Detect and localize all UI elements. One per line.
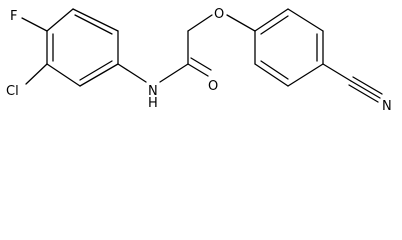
bond-c-f [21,17,48,32]
aromatic-double-bond [260,60,289,80]
cyanophenyl-ring [254,8,324,87]
bond-c-cl [25,63,48,85]
chlorine-label: Cl [6,84,19,99]
bond [72,8,119,32]
bond [46,8,74,32]
bond [79,63,119,87]
bond [287,8,324,32]
nitrile-triple-bond-2 [352,76,383,95]
chemical-structure: F Cl N H O O N [6,7,392,114]
carbonyl-oxygen-label: O [208,79,218,94]
bond [254,8,289,32]
bond-n-carbonyl [159,63,189,83]
aromatic-double-bond [260,15,289,35]
bond [254,63,289,87]
bond-c-o-double-2 [190,57,212,71]
bond-ch2-o [187,14,213,32]
amide-hydrogen-label: H [148,96,158,111]
chlorofluorophenyl-ring [46,8,119,87]
bond [46,63,81,87]
bond-c-n [117,63,147,83]
bond [287,63,324,87]
bond-c-o-double-1 [187,63,209,77]
fluorine-label: F [10,9,17,24]
nitrile-nitrogen-label: N [382,99,392,114]
nitrile-triple-bond-3 [348,84,379,103]
amide-nitrogen-label: N [148,84,158,99]
bond-o-aryl [226,14,256,32]
nitrile-triple-bond-1 [350,80,381,99]
ether-oxygen-label: O [214,7,224,22]
aromatic-double-bond [74,14,113,35]
aromatic-double-bond [79,60,113,81]
bond-ring-nitrile [322,63,352,82]
